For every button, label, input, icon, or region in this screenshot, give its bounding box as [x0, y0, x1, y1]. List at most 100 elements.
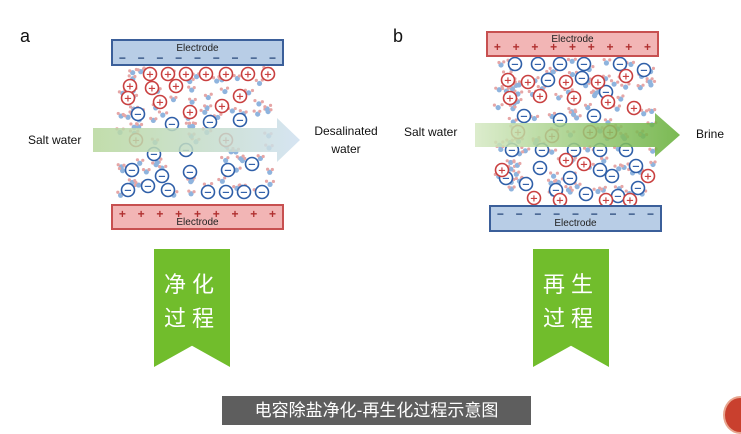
water-molecule	[497, 60, 506, 68]
svg-text:−: −	[164, 186, 172, 197]
svg-text:+: +	[594, 78, 602, 89]
anion-icon: −	[218, 184, 234, 200]
figure-caption: 电容除盐净化-再生化过程示意图	[222, 396, 531, 425]
anion-icon: −	[160, 182, 176, 198]
cation-icon: +	[178, 66, 194, 82]
electrode-signs: −−−−−−−−−	[496, 207, 655, 221]
anion-icon: −	[140, 178, 156, 194]
electrode-label: Electrode	[551, 34, 594, 45]
cation-icon: +	[144, 80, 160, 96]
anion-icon: −	[220, 162, 236, 178]
svg-text:+: +	[604, 98, 612, 109]
cation-icon: +	[598, 192, 614, 208]
cation-icon: +	[558, 152, 574, 168]
svg-text:−: −	[508, 146, 516, 157]
water-molecule	[116, 111, 125, 119]
anion-icon: −	[540, 72, 556, 88]
anion-icon: −	[630, 180, 646, 196]
electrode-top-b: Electrode +++++++++	[486, 31, 659, 57]
cation-icon: +	[500, 72, 516, 88]
water-molecule	[187, 121, 198, 130]
water-molecule	[187, 189, 196, 197]
svg-text:−: −	[590, 112, 598, 123]
water-molecule	[507, 164, 517, 172]
svg-text:−: −	[168, 120, 176, 131]
cation-icon: +	[552, 192, 568, 208]
cation-icon: +	[502, 90, 518, 106]
svg-text:+: +	[602, 196, 610, 207]
svg-text:−: −	[158, 172, 166, 183]
anion-icon: −	[154, 168, 170, 184]
svg-text:+: +	[124, 94, 132, 105]
water-molecule	[256, 154, 265, 162]
cation-icon: +	[260, 66, 276, 82]
anion-icon: −	[244, 156, 260, 172]
svg-text:−: −	[596, 146, 604, 157]
svg-text:−: −	[556, 60, 564, 71]
electrode-signs: −−−−−−−−−	[118, 51, 277, 65]
svg-text:−: −	[240, 188, 248, 199]
water-molecule	[566, 57, 577, 64]
svg-text:+: +	[222, 70, 230, 81]
svg-text:+: +	[172, 82, 180, 93]
water-molecule	[549, 171, 559, 179]
svg-text:−: −	[544, 76, 552, 87]
svg-text:−: −	[206, 118, 214, 129]
anion-icon: −	[516, 108, 532, 124]
svg-text:+: +	[536, 92, 544, 103]
cation-icon: +	[520, 74, 536, 90]
water-molecule	[141, 167, 151, 175]
cation-icon: +	[590, 74, 606, 90]
water-molecule	[187, 85, 196, 93]
anion-icon: −	[574, 70, 590, 86]
anion-icon: −	[232, 112, 248, 128]
water-molecule	[512, 169, 521, 177]
svg-text:−: −	[634, 184, 642, 195]
svg-text:+: +	[186, 108, 194, 119]
anion-icon: −	[164, 116, 180, 132]
svg-text:+: +	[182, 70, 190, 81]
water-molecule	[157, 110, 169, 118]
water-molecule	[513, 89, 524, 97]
cation-icon: +	[532, 88, 548, 104]
svg-text:+: +	[126, 82, 134, 93]
anion-icon: −	[592, 162, 608, 178]
svg-text:+: +	[218, 102, 226, 113]
svg-text:+: +	[524, 78, 532, 89]
water-molecule	[128, 67, 138, 76]
cation-icon: +	[240, 66, 256, 82]
water-molecule	[149, 116, 158, 123]
svg-text:+: +	[156, 98, 164, 109]
water-molecule	[211, 76, 222, 84]
process-ribbon-regeneration: 再生 过程	[533, 249, 609, 367]
cation-icon: +	[566, 90, 582, 106]
water-molecule	[254, 78, 264, 87]
ribbon-text-line1: 再生	[542, 273, 599, 298]
cation-icon: +	[142, 66, 158, 82]
ribbon-text-line1: 净化	[163, 273, 220, 298]
cation-icon: +	[152, 94, 168, 110]
water-molecule	[554, 92, 563, 101]
svg-text:−: −	[552, 186, 560, 197]
water-molecule	[263, 103, 273, 112]
electrode-bottom-b: −−−−−−−−− Electrode	[489, 205, 662, 232]
svg-text:−: −	[632, 162, 640, 173]
svg-text:−: −	[258, 188, 266, 199]
svg-text:+: +	[530, 194, 538, 205]
anion-icon: −	[120, 182, 136, 198]
cation-icon: +	[168, 78, 184, 94]
water-molecule	[203, 92, 213, 101]
svg-text:−: −	[640, 66, 648, 77]
svg-text:−: −	[224, 166, 232, 177]
ions-panel-b: −−−−−−−−−−−−−−−−−−−−−−−−−−−−++++++++++++…	[494, 56, 656, 208]
water-molecule	[583, 102, 592, 111]
output-label-a: Desalinated water	[314, 124, 378, 156]
output-label-b: Brine	[696, 127, 725, 141]
svg-text:−: −	[124, 186, 132, 197]
water-molecule	[265, 167, 274, 175]
water-molecule	[136, 66, 146, 75]
cation-icon: +	[640, 168, 656, 184]
water-molecule	[169, 95, 178, 103]
water-molecule	[645, 77, 654, 85]
